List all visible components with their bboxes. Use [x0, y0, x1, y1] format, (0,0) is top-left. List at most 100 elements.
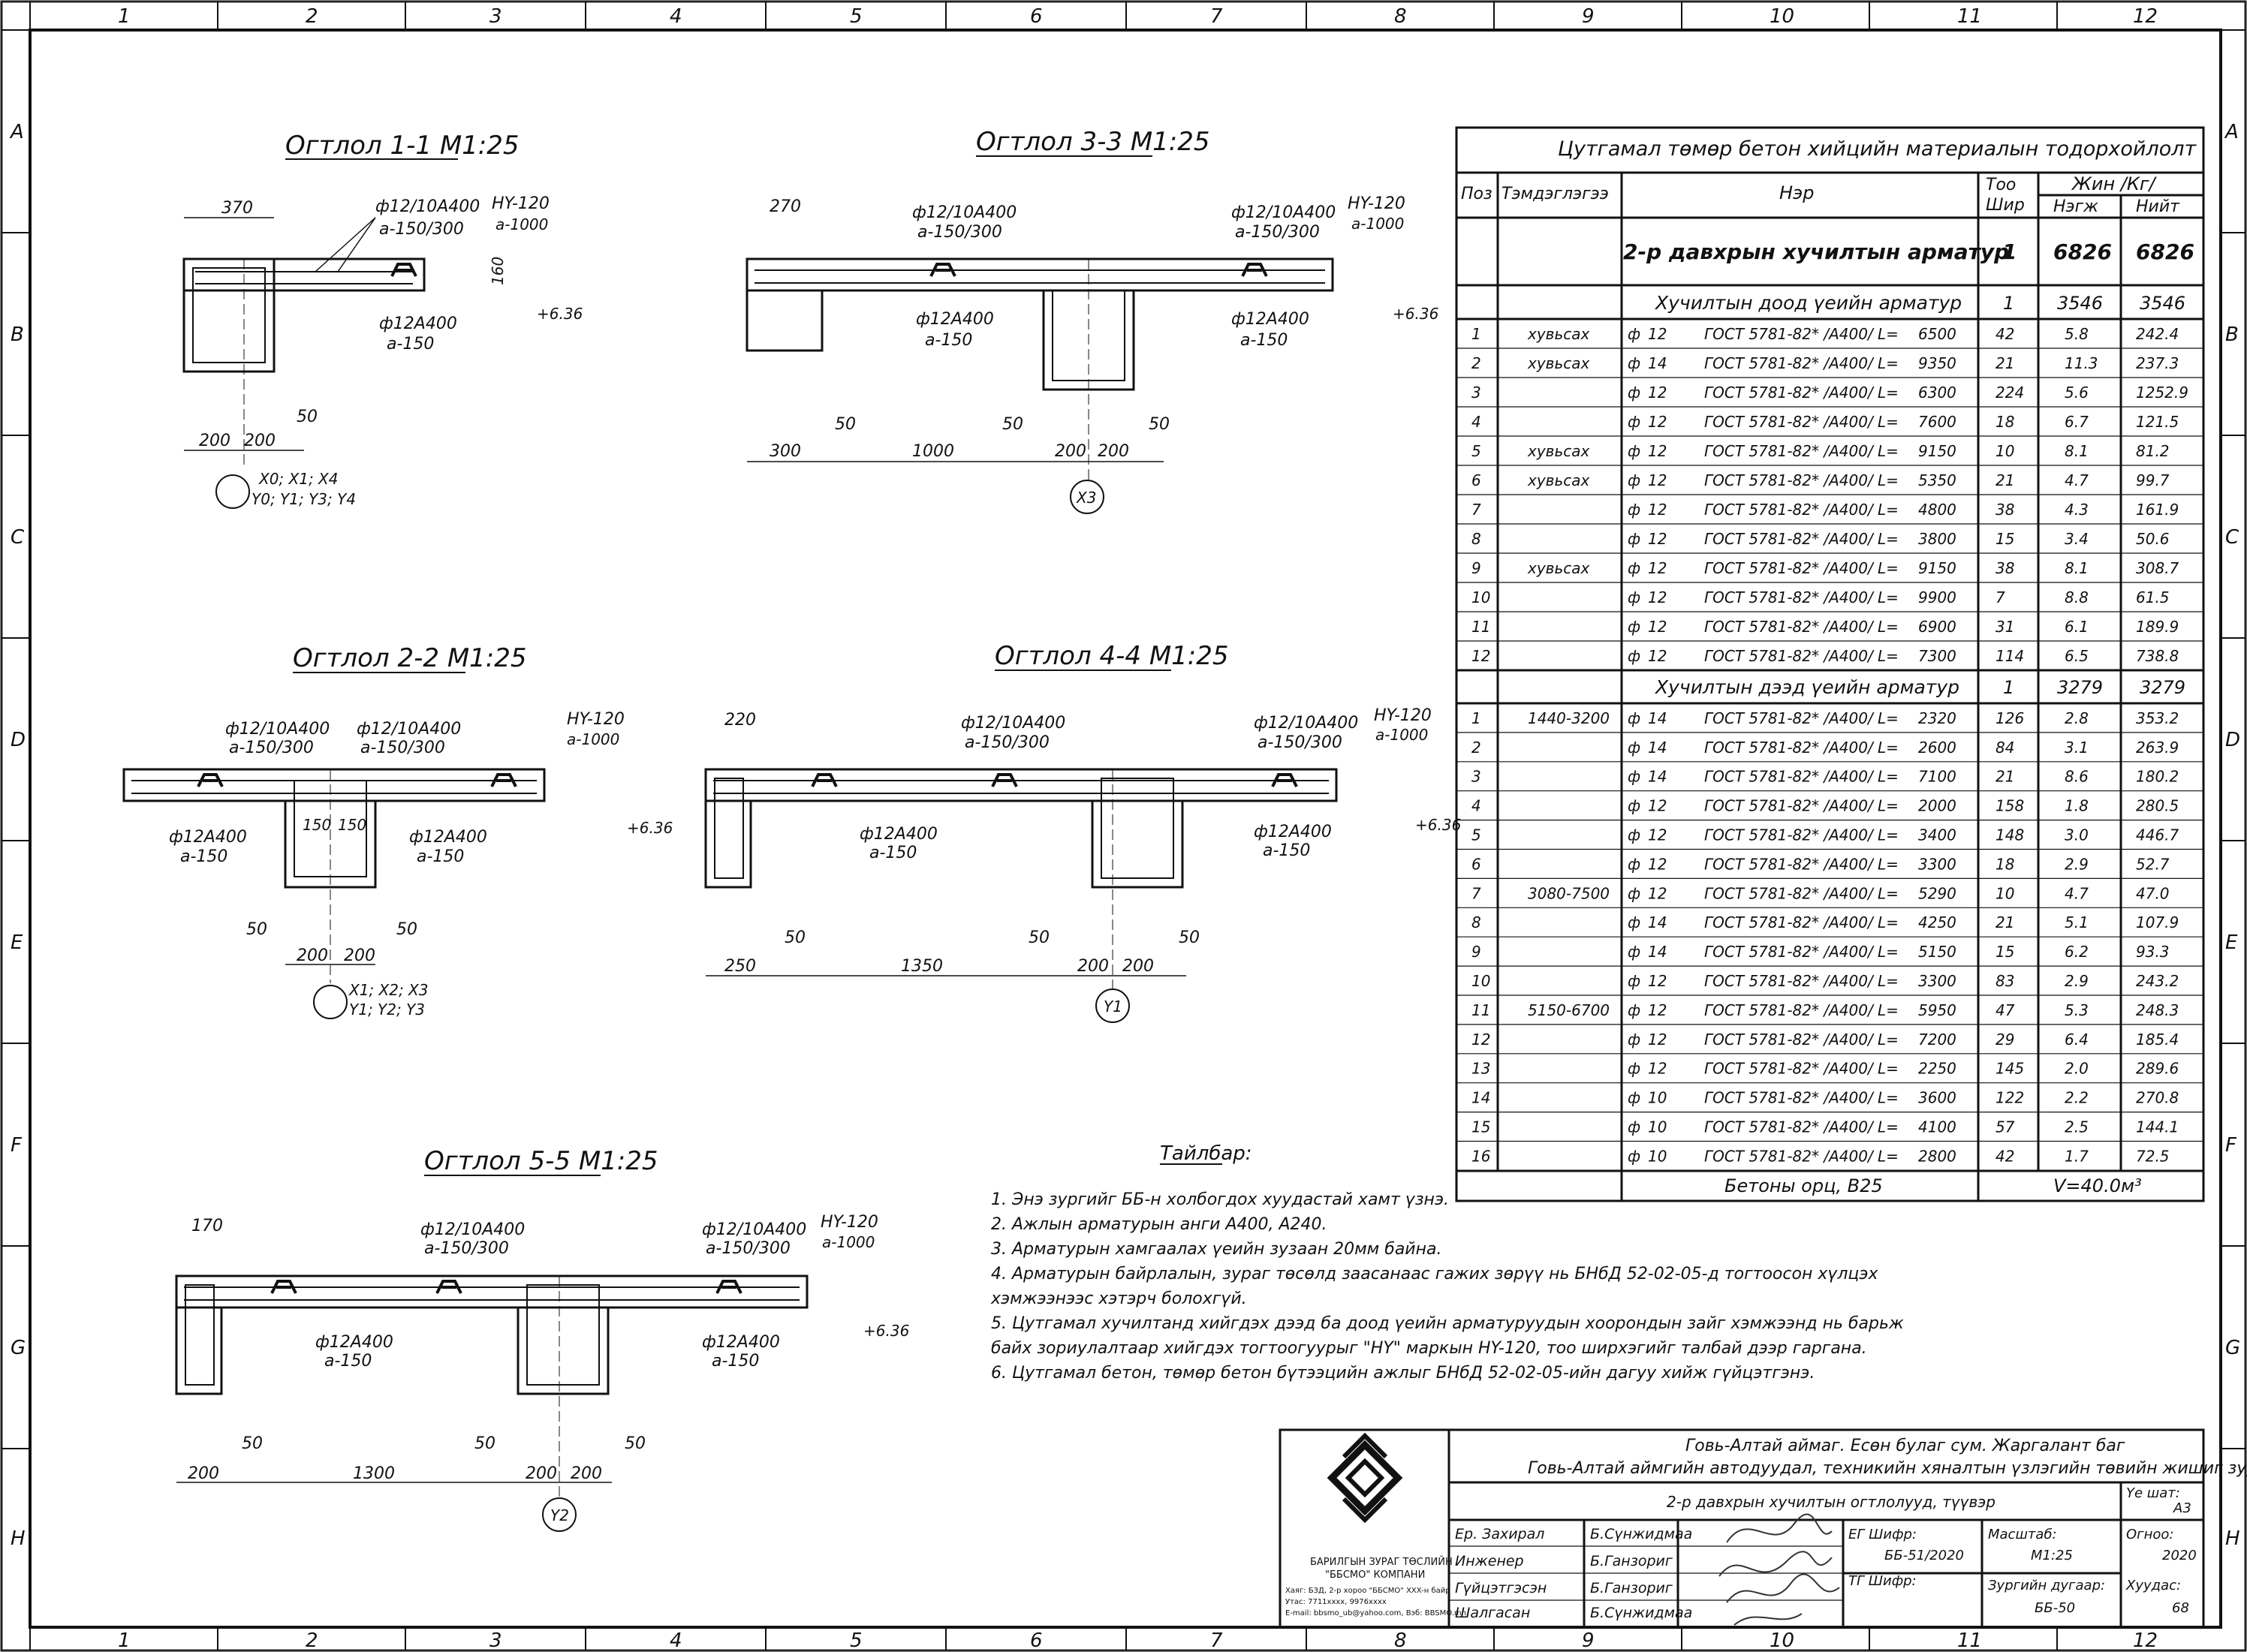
sheet-title: 2-р давхрын хучилтын огтлолууд, түүвэр — [1667, 1493, 1995, 1511]
row-length: 5150 — [1918, 943, 1956, 961]
row-pos: 12 — [1471, 1031, 1490, 1049]
grid-row-label: G — [2225, 1337, 2240, 1359]
col-header-pos: Поз — [1461, 185, 1492, 203]
diameter-symbol: ф — [1628, 884, 1640, 902]
spec-main-qty: 1 — [2002, 239, 2017, 264]
row-qty: 42 — [1995, 325, 2014, 343]
hy-label: HY-120 — [1348, 194, 1405, 213]
grid-col-label: 8 — [1394, 5, 1407, 28]
level-mark: +6.36 — [627, 819, 673, 837]
row-qty: 42 — [1995, 1147, 2014, 1165]
rebar-label: а-150 — [869, 844, 917, 862]
row-unit-weight: 11.3 — [2065, 354, 2098, 372]
diameter-symbol: ф — [1628, 855, 1640, 873]
row-diameter: 12 — [1648, 797, 1667, 815]
grid-row-label: D — [2225, 729, 2240, 751]
grid-row-label: F — [11, 1134, 23, 1157]
row-total-weight: 185.4 — [2136, 1031, 2179, 1049]
diameter-symbol: ф — [1628, 413, 1640, 431]
row-qty: 38 — [1995, 559, 2014, 577]
grid-row-label: H — [2225, 1527, 2240, 1550]
grid-col-label: 5 — [850, 1629, 863, 1652]
row-gost: ГОСТ 5781-82* /А400/ L= — [1704, 884, 1899, 902]
dim-label: 300 — [770, 442, 801, 461]
grid-col-label: 10 — [1770, 5, 1794, 28]
row-qty: 21 — [1995, 471, 2014, 489]
diameter-symbol: ф — [1628, 1001, 1640, 1019]
group-unit: 3279 — [2057, 677, 2103, 698]
axis-label: Y1 — [1104, 998, 1122, 1016]
row-diameter: 12 — [1648, 384, 1667, 402]
row-diameter: 12 — [1648, 530, 1667, 548]
dim-label: 50 — [835, 415, 856, 434]
concrete-volume: V=40.0м³ — [2053, 1175, 2142, 1196]
rebar-label: ф12/10А400 — [912, 203, 1017, 222]
rebar-label: ф12/10А400 — [420, 1220, 525, 1239]
row-total-weight: 243.2 — [2136, 972, 2179, 990]
role-label: Гүйцэтгэсэн — [1455, 1580, 1547, 1596]
row-pos: 8 — [1471, 530, 1481, 548]
grid-row-label: G — [11, 1337, 26, 1359]
rebar-label: а-150/300 — [706, 1239, 791, 1258]
title-block: БАРИЛГЫН ЗУРАГ ТӨСЛИЙН "ББСМО" КОМПАНИ Х… — [1279, 1428, 2247, 1629]
scale-label: Масштаб: — [1988, 1527, 2057, 1542]
grid-col-label: 3 — [489, 5, 502, 28]
row-pos: 1 — [1471, 709, 1481, 727]
dim-label: 170 — [191, 1217, 223, 1235]
tg-label: ТГ Шифр: — [1848, 1573, 1917, 1589]
row-gost: ГОСТ 5781-82* /А400/ L= — [1704, 384, 1899, 402]
row-pos: 2 — [1471, 739, 1481, 757]
hy-spacing: а-1000 — [495, 215, 548, 233]
row-length: 7300 — [1918, 647, 1956, 665]
axis-label: X3 — [1076, 489, 1096, 507]
row-total-weight: 738.8 — [2136, 647, 2179, 665]
row-length: 2800 — [1918, 1147, 1956, 1165]
row-pos: 10 — [1471, 972, 1490, 990]
grid-row-label: B — [11, 323, 24, 346]
row-qty: 29 — [1995, 1031, 2014, 1049]
stage-label: Үе шат: — [2126, 1485, 2180, 1501]
row-mark: хувьсах — [1527, 354, 1589, 372]
row-gost: ГОСТ 5781-82* /А400/ L= — [1704, 826, 1899, 844]
diameter-symbol: ф — [1628, 913, 1640, 931]
row-diameter: 10 — [1648, 1118, 1667, 1136]
row-length: 5950 — [1918, 1001, 1956, 1019]
spec-title: Цутгамал төмөр бетон хийцийн материалын … — [1558, 137, 2197, 161]
note-line: байх зориулалтаар хийгдэх тогтоогуурыг "… — [991, 1339, 1867, 1358]
row-length: 9150 — [1918, 442, 1956, 460]
dim-label: 50 — [474, 1434, 495, 1453]
dim-label: 1000 — [912, 442, 954, 461]
grid-col-label: 6 — [1030, 1629, 1043, 1652]
row-unit-weight: 6.1 — [2065, 618, 2089, 636]
level-mark: +6.36 — [1415, 816, 1461, 834]
diameter-symbol: ф — [1628, 739, 1640, 757]
axis-label-2: Y1; Y2; Y3 — [349, 1001, 425, 1019]
row-pos: 6 — [1471, 471, 1481, 489]
row-length: 3400 — [1918, 826, 1956, 844]
notes: Тайлбар: 1. Энэ зургийг ББ-н холбогдох х… — [990, 1142, 1904, 1383]
diameter-symbol: ф — [1628, 384, 1640, 402]
row-unit-weight: 3.1 — [2065, 739, 2089, 757]
note-line: хэмжээнээс хэтэрч болохгүй. — [990, 1289, 1247, 1308]
eg-label: ЕГ Шифр: — [1848, 1527, 1917, 1542]
row-qty: 21 — [1995, 354, 2014, 372]
row-diameter: 12 — [1648, 442, 1667, 460]
rebar-label: ф12А400 — [1231, 310, 1309, 329]
row-total-weight: 446.7 — [2136, 826, 2179, 844]
row-pos: 11 — [1471, 618, 1490, 636]
section-title: Огтлол 3-3 М1:25 — [976, 127, 1210, 157]
row-pos: 9 — [1471, 943, 1481, 961]
diameter-symbol: ф — [1628, 1118, 1640, 1136]
grid-row-label: H — [11, 1527, 26, 1550]
row-unit-weight: 5.3 — [2065, 1001, 2089, 1019]
row-pos: 4 — [1471, 797, 1481, 815]
row-total-weight: 93.3 — [2136, 943, 2170, 961]
row-total-weight: 61.5 — [2136, 588, 2170, 606]
row-total-weight: 121.5 — [2136, 413, 2179, 431]
row-total-weight: 161.9 — [2136, 501, 2179, 519]
